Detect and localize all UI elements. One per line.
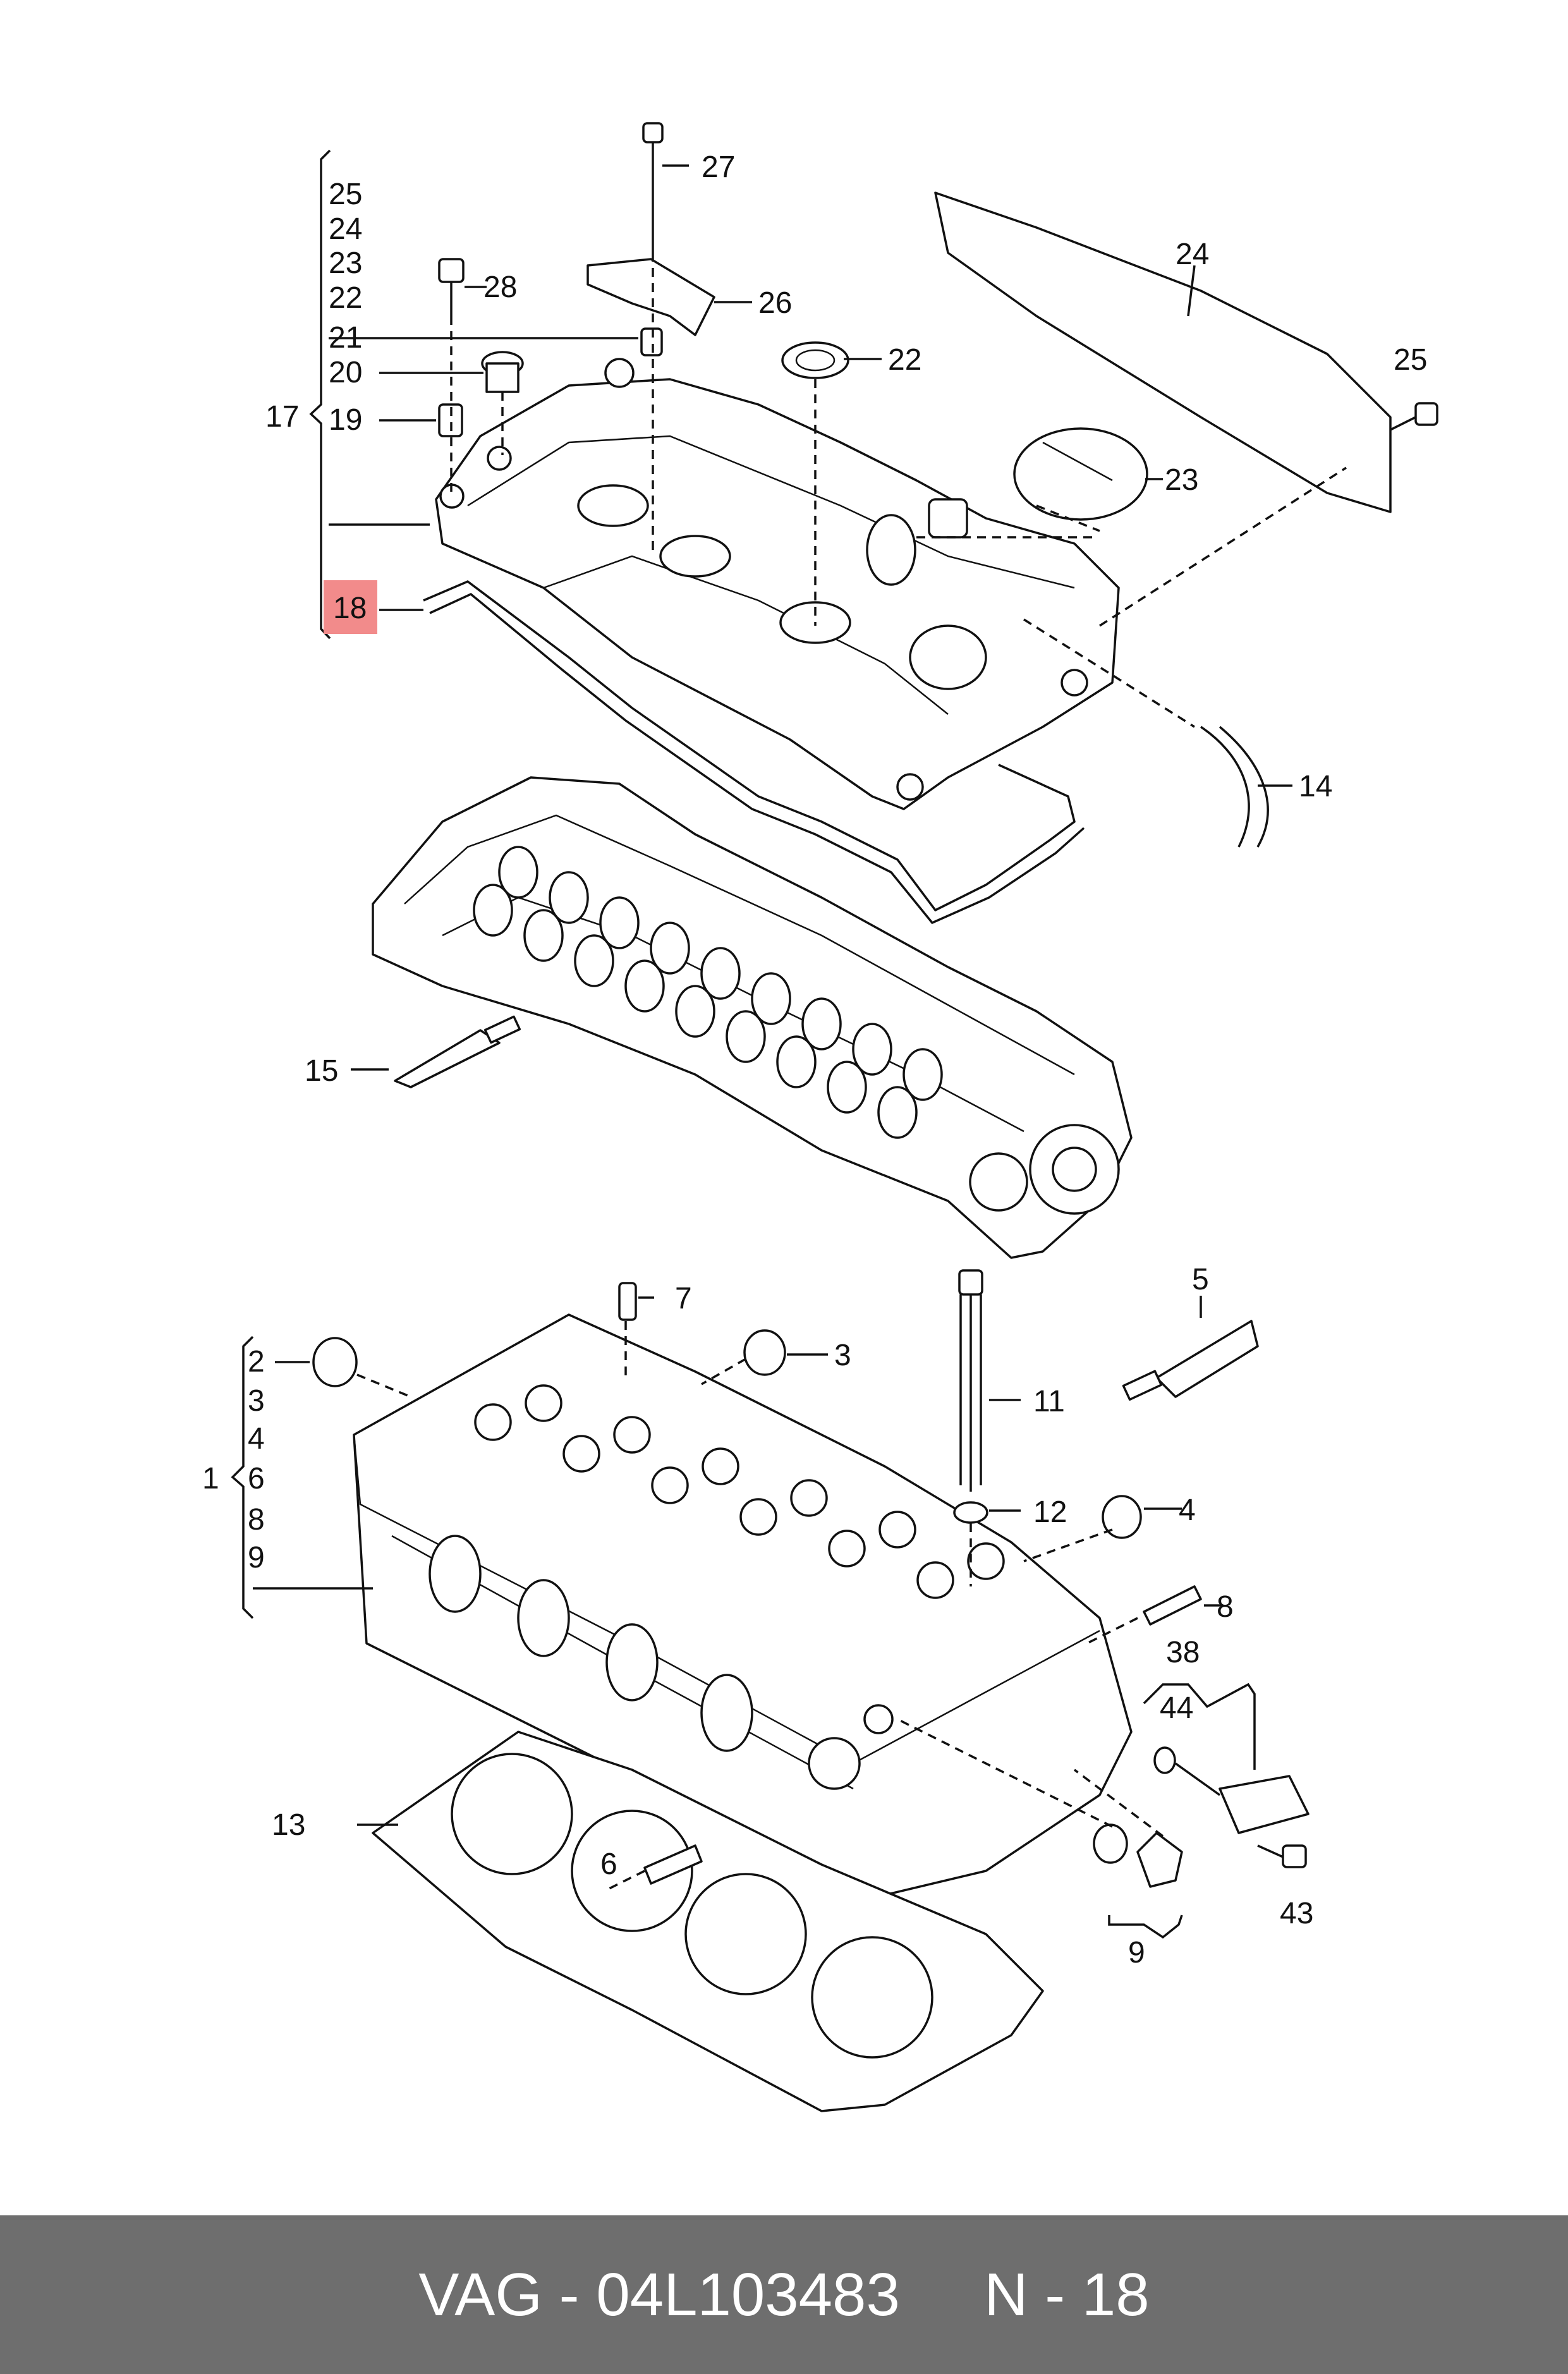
label-3: 3	[834, 1339, 851, 1372]
label-12: 12	[1033, 1495, 1067, 1529]
label-2: 2	[248, 1345, 265, 1379]
label-8-list: 8	[248, 1503, 265, 1537]
footer-bar: VAG - 04L103483 N - 18	[0, 2215, 1568, 2374]
leader-lines	[231, 149, 1347, 1939]
label-25: 25	[1394, 343, 1427, 377]
head-gasket	[372, 1731, 1044, 2112]
label-38: 38	[1166, 1636, 1200, 1669]
label-5: 5	[1192, 1263, 1209, 1296]
label-9: 9	[1128, 1936, 1145, 1969]
exploded-parts-diagram: 25 24 23 22 21 20 19 17 18 27 28 26 22 2…	[202, 122, 1438, 2112]
label-4: 4	[1179, 1494, 1196, 1527]
label-44: 44	[1160, 1691, 1193, 1725]
label-18: 18	[333, 592, 367, 625]
highlight-box-18	[324, 580, 377, 634]
label-3-list: 3	[248, 1384, 265, 1418]
label-26: 26	[758, 286, 792, 320]
label-23-list: 23	[329, 247, 362, 280]
label-1: 1	[202, 1462, 219, 1495]
small-parts	[312, 122, 1438, 1888]
label-19: 19	[329, 403, 362, 437]
label-17: 17	[265, 400, 299, 434]
footer-separator: -	[542, 2260, 597, 2328]
label-22-list: 22	[329, 281, 362, 315]
callout-labels: 25 24 23 22 21 20 19 17 18 27 28 26 22 2…	[202, 150, 1427, 1969]
footer-brand: VAG	[418, 2260, 542, 2328]
cylinder-head	[353, 1313, 1133, 1904]
label-6-list: 6	[248, 1462, 265, 1495]
label-27: 27	[702, 150, 735, 184]
valve-seats	[474, 1384, 1005, 1599]
label-28: 28	[483, 271, 517, 304]
label-7: 7	[675, 1282, 692, 1315]
cover-gasket	[423, 580, 1085, 925]
label-14: 14	[1299, 770, 1332, 803]
label-20: 20	[329, 356, 362, 389]
label-25-list: 25	[329, 178, 362, 211]
footer-position: N - 18	[984, 2260, 1150, 2328]
label-6: 6	[600, 1847, 617, 1881]
label-11: 11	[1033, 1385, 1065, 1418]
cylinder-head-cover	[435, 358, 1120, 810]
label-15: 15	[305, 1054, 338, 1088]
label-9-list: 9	[248, 1541, 265, 1574]
label-13: 13	[272, 1808, 305, 1842]
label-22: 22	[888, 343, 921, 377]
label-21: 21	[329, 321, 362, 355]
camshaft-housing	[372, 776, 1133, 1259]
label-23: 23	[1165, 463, 1198, 497]
camshaft-lobes	[473, 846, 943, 1139]
label-4-list: 4	[248, 1422, 265, 1456]
label-24-list: 24	[329, 212, 362, 246]
label-24: 24	[1176, 238, 1209, 271]
footer-part-number: 04L103483	[596, 2260, 900, 2328]
footer-gap	[900, 2260, 984, 2330]
label-43: 43	[1280, 1897, 1313, 1930]
label-8: 8	[1217, 1590, 1234, 1624]
